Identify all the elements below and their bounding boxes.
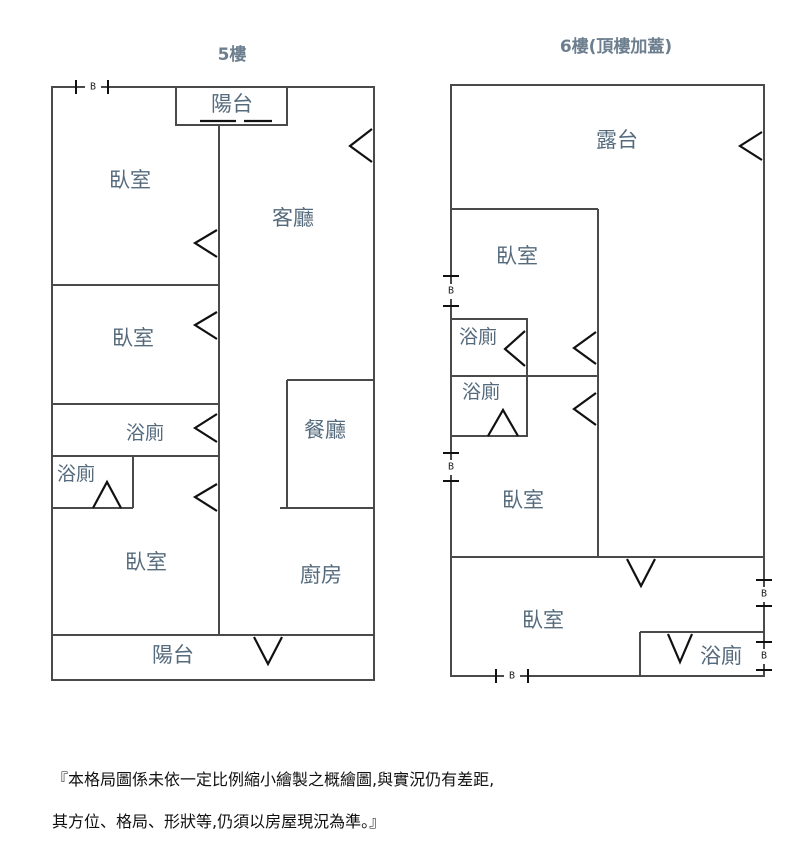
floor6-b-marker-right-1: B xyxy=(761,589,767,600)
floor5-door xyxy=(192,413,218,443)
floor6-b-marker-bg xyxy=(445,460,457,475)
floor6-b-marker-bg xyxy=(758,649,770,664)
floor5-title: 5樓 xyxy=(218,44,247,65)
floor5-bathroom-1-label: 浴廁 xyxy=(126,421,164,444)
floor6-b-marker-bg xyxy=(445,284,457,299)
floor5-balcony-bottom-label: 陽台 xyxy=(152,643,194,667)
floor5-bathroom-2-label: 浴廁 xyxy=(57,462,95,485)
floor5-bedroom-1-label: 臥室 xyxy=(109,168,151,192)
floor6-title: 6樓(頂樓加蓋) xyxy=(560,36,672,57)
floor5-bedroom-2-label: 臥室 xyxy=(112,326,154,350)
floor5-outer-wall xyxy=(51,86,375,681)
floor6-b-marker-right-2: B xyxy=(761,651,767,662)
floor6-bathroom-2-label: 浴廁 xyxy=(462,380,500,403)
floor6-door xyxy=(572,331,597,365)
floor6-door xyxy=(487,407,519,437)
floor6-door xyxy=(666,633,694,665)
floor5-balcony-top-label: 陽台 xyxy=(211,92,253,116)
floor6-b-marker-left-2: B xyxy=(448,462,454,473)
floor6-bedroom-3-label: 臥室 xyxy=(522,608,564,632)
floor6-b-marker-bg xyxy=(504,670,520,682)
floor6-b-marker-left-1: B xyxy=(448,286,454,297)
floor5-door xyxy=(253,636,283,667)
floor6-bedroom-1-label: 臥室 xyxy=(496,244,538,268)
floor6-b-marker-bottom: B xyxy=(509,671,515,682)
floor6-door xyxy=(737,131,763,161)
floor5-door xyxy=(192,311,218,340)
floor6-plan: B B B B B 露台 臥室 浴廁 浴廁 臥室 臥室 浴廁 xyxy=(443,84,772,683)
floor5-balcony-box xyxy=(175,86,288,126)
floor6-terrace-label: 露台 xyxy=(596,128,638,152)
floor6-b-marker-bg xyxy=(758,587,770,602)
floor5-b-marker: B xyxy=(90,82,96,93)
disclaimer-line-2: 其方位、格局、形狀等,仍須以房屋現況為準。』 xyxy=(52,812,386,831)
floor6-door xyxy=(626,558,656,589)
floor5-bedroom-3-label: 臥室 xyxy=(125,550,167,574)
floor5-plan: B 陽台 臥室 客廳 臥室 浴廁 餐廳 浴廁 臥室 廚房 陽台 xyxy=(51,80,375,681)
floor6-bathroom-3-label: 浴廁 xyxy=(700,644,742,668)
floor5-dining-room-label: 餐廳 xyxy=(304,418,346,442)
floor5-door xyxy=(92,479,122,509)
floor6-door xyxy=(503,330,526,367)
floor5-door xyxy=(192,229,218,258)
floor6-bathroom-1-label: 浴廁 xyxy=(459,325,497,348)
disclaimer-line-1: 『本格局圖係未依一定比例縮小繪製之概繪圖,與實況仍有差距, xyxy=(52,770,495,789)
floor-plan: 5樓 6樓(頂樓加蓋) B 陽 xyxy=(51,36,772,683)
floor6-bedroom-2-label: 臥室 xyxy=(502,488,544,512)
floor5-living-room-label: 客廳 xyxy=(272,206,314,230)
floor5-kitchen-label: 廚房 xyxy=(300,563,342,587)
floor5-door xyxy=(348,128,373,163)
floor5-door xyxy=(192,483,218,512)
floor5-b-marker-bg xyxy=(85,81,101,93)
floor6-door xyxy=(572,392,597,426)
